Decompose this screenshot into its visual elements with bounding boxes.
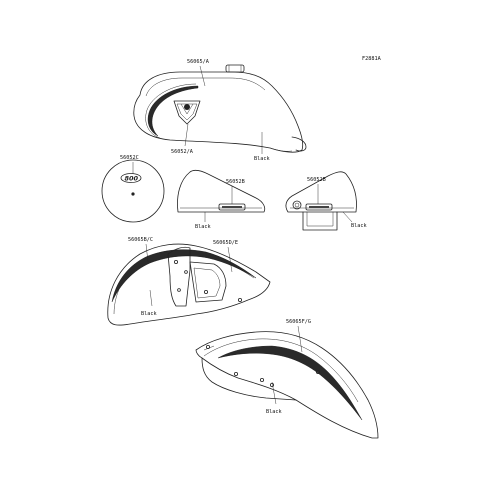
- label-tank-lower: 56052/A: [171, 149, 194, 155]
- rear-fender: 56065F/G Black: [195, 319, 379, 439]
- label-right-cover: 56052B: [307, 177, 326, 183]
- label-round-decal: 56052C: [120, 155, 139, 161]
- figure-code: F2881A: [362, 56, 382, 62]
- label-right-cover-color: Black: [351, 223, 367, 229]
- front-fender: 56065B/C 56065D/E Black: [107, 237, 271, 326]
- label-left-cover-color: Black: [195, 224, 211, 230]
- label-front-fender-left: 56065B/C: [128, 237, 153, 243]
- round-decal-text: 800: [125, 175, 139, 183]
- label-front-fender-right: 56065D/E: [213, 240, 238, 246]
- fuel-tank: 56065/A 56052/A Black: [133, 59, 307, 162]
- left-side-cover: 56052B Black: [177, 169, 266, 230]
- label-tank-upper: 56065/A: [187, 59, 210, 65]
- label-tank-color: Black: [254, 156, 270, 162]
- right-side-cover: 56052B Black: [285, 171, 367, 231]
- label-left-cover: 56052B: [226, 179, 245, 185]
- label-rear-fender: 56065F/G: [286, 319, 311, 325]
- round-decal: 800 56052C: [101, 155, 165, 223]
- label-front-fender-color: Black: [141, 311, 157, 317]
- label-rear-fender-color: Black: [266, 409, 282, 415]
- tank-emblem: [173, 100, 201, 125]
